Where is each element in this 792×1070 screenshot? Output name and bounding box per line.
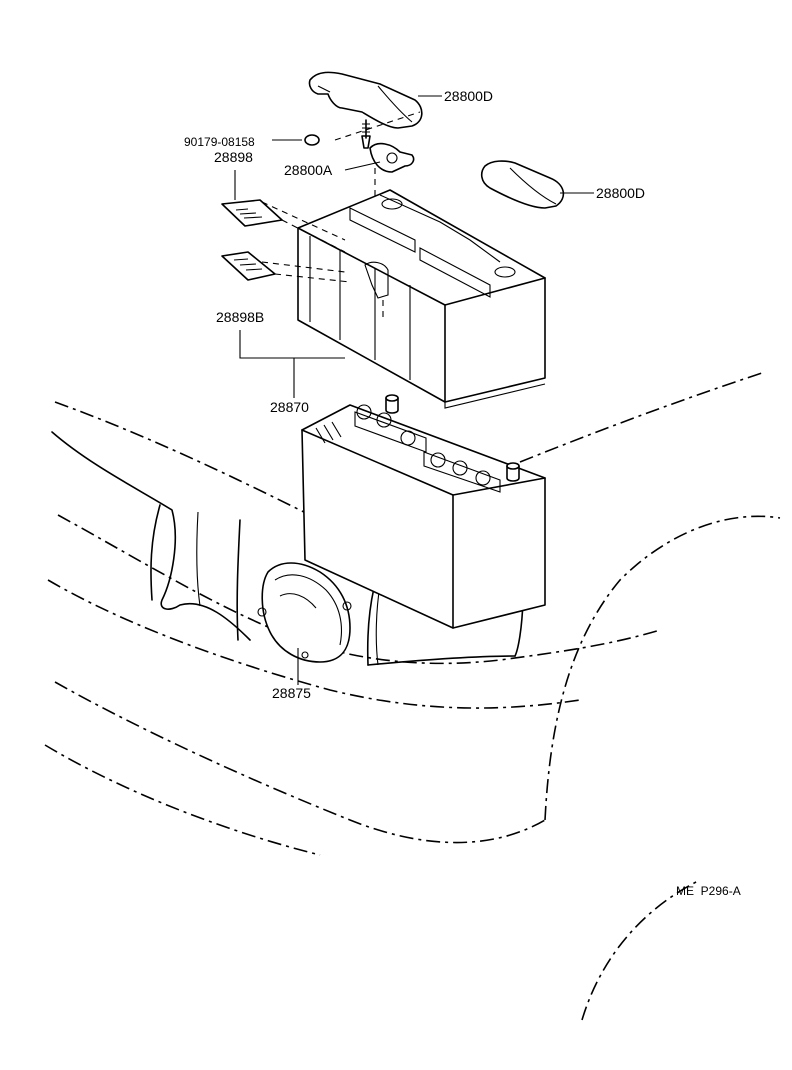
label-bolt: 90179-08158: [184, 135, 255, 149]
warning-label-lower: [221, 251, 276, 281]
label-cover-right: 28800D: [596, 185, 645, 201]
terminal-cover-right: [480, 160, 565, 209]
reference-code: ME P296-A: [676, 884, 741, 898]
assembly-guides: [261, 111, 421, 320]
label-tray: 28875: [272, 685, 311, 701]
label-cover-top: 28800D: [444, 88, 493, 104]
terminal-cover-top: [308, 71, 423, 129]
label-label-upper: 28898: [214, 149, 253, 165]
battery-clamp: [304, 119, 415, 173]
label-clamp: 28800A: [284, 162, 333, 178]
installed-battery: [301, 394, 546, 629]
battery-exploded: [297, 189, 546, 409]
warning-label-upper: [221, 199, 283, 227]
label-label-lower: 28898B: [216, 309, 264, 325]
leader-lines: [234, 95, 594, 685]
label-battery: 28870: [270, 399, 309, 415]
battery-tray: [257, 562, 352, 663]
